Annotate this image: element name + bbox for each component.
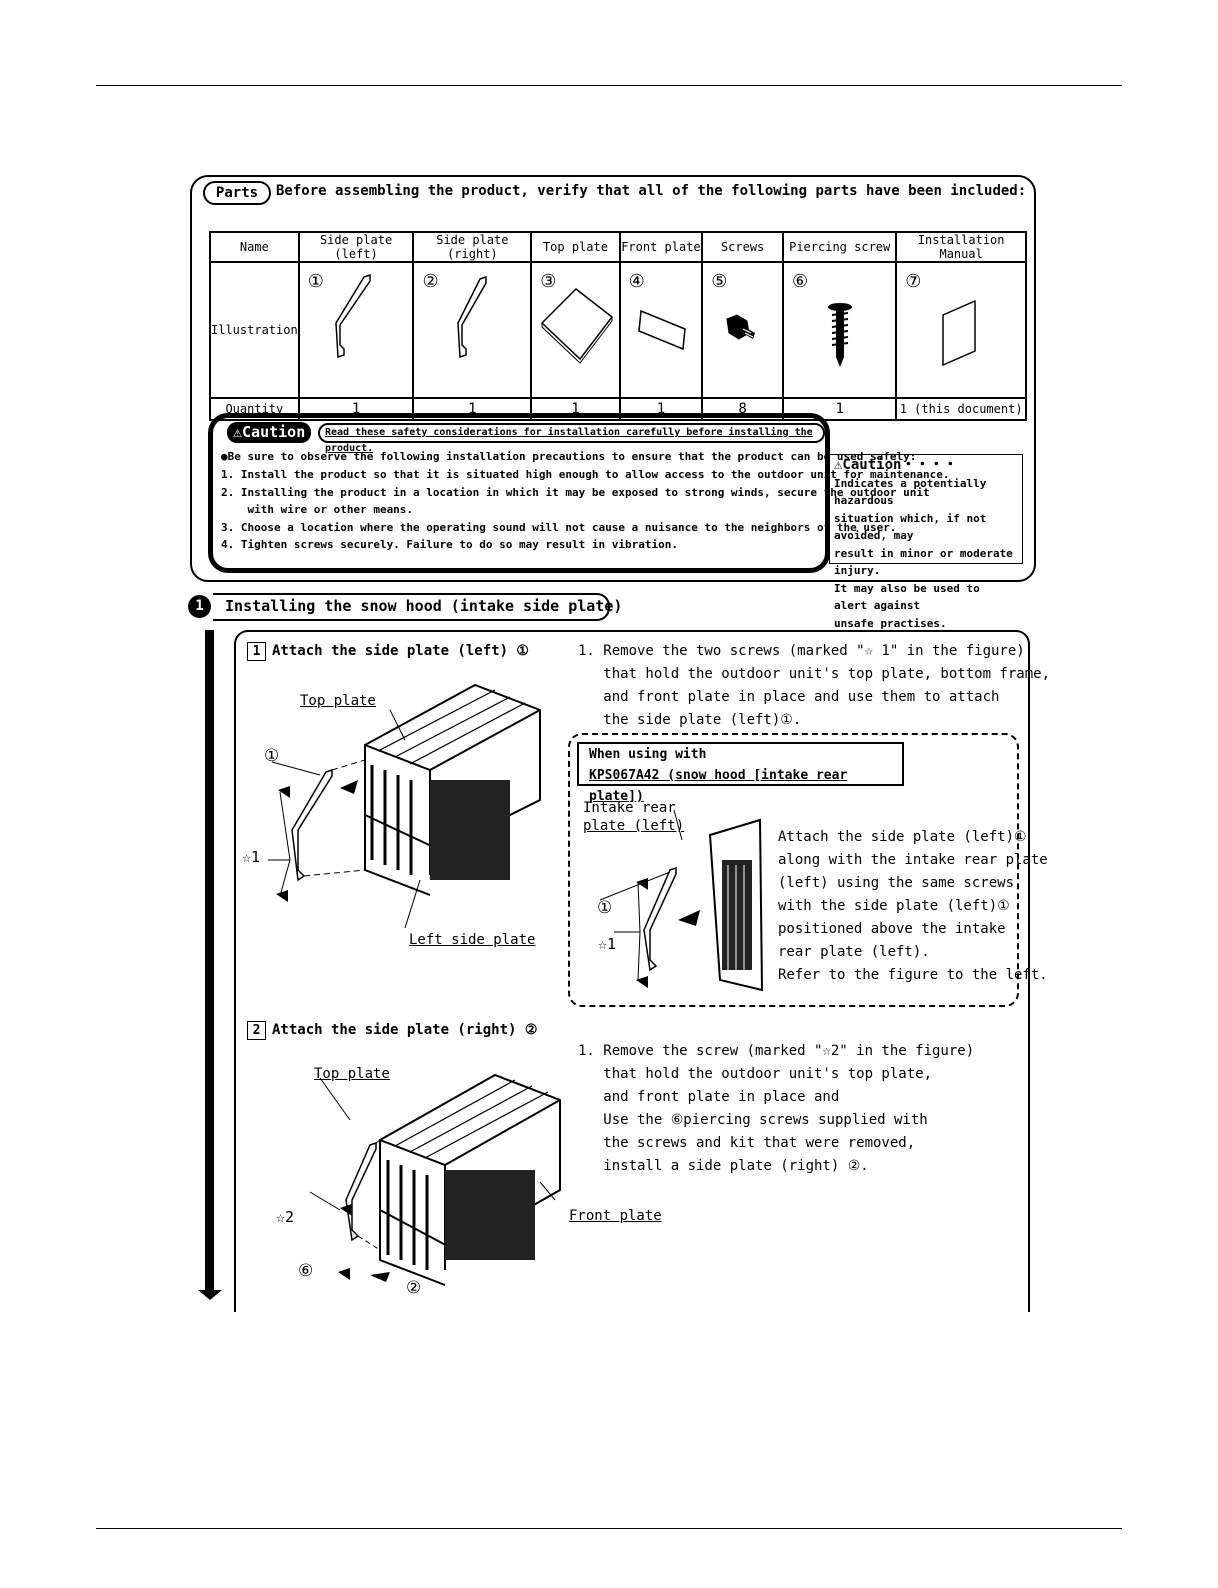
section-title-frame (213, 593, 610, 621)
kit-star1-label: ☆1 (598, 935, 617, 953)
screw-icon (726, 314, 756, 340)
star2-label: ☆2 (276, 1208, 295, 1226)
part-cell: ⑥ (782, 261, 898, 399)
part-cell: ② (412, 261, 533, 399)
part-name: Side plate (right) (412, 231, 533, 263)
section-number: 1 (188, 595, 211, 618)
part-qty: 1 (this document) (895, 397, 1027, 421)
part-number: ④ (628, 271, 645, 292)
piercing-screw-icon (828, 303, 853, 367)
part-name: Side plate (left) (297, 231, 415, 263)
side-plate-left-illustration (334, 273, 371, 359)
header-rule (96, 85, 1122, 86)
caution-legend-line: Indicates a potentially hazardous (834, 476, 987, 508)
part-number: ⑤ (711, 271, 728, 292)
top-plate-label: Top plate (300, 693, 376, 709)
caution-item: 2. Installing the product in a location … (221, 486, 930, 499)
kit-note-box (568, 733, 1019, 1007)
section-title-text: Installing the snow hood (intake side pl… (225, 597, 623, 615)
caution-item: 4. Tighten screws securely. Failure to d… (221, 538, 678, 551)
name-header: Name (209, 231, 300, 263)
part-number: ③ (540, 271, 557, 292)
step2-title: 2 Attach the side plate (right) ② (247, 1021, 537, 1040)
kit-note-text: Attach the side plate (left)① along with… (778, 829, 1048, 983)
section-title: 1 Installing the snow hood (intake side … (188, 595, 622, 618)
step2-instructions: 1. Remove the screw (marked "☆2" in the … (578, 1043, 975, 1174)
step1-title: 1 Attach the side plate (left) ① (247, 642, 529, 661)
part-cell: ⑦ (895, 261, 1027, 399)
arrow-down-icon (198, 1290, 222, 1300)
caution-legend-line: result in minor or moderate injury. (834, 546, 1013, 578)
side-plate-right-illustration (457, 275, 488, 359)
part-cell: ③ (530, 261, 621, 399)
caution-item: 1. Install the product so that it is sit… (221, 468, 950, 481)
kit-note-header: When using with KPS067A42 (snow hood [in… (577, 742, 904, 804)
intake-rear-plate-illustration (599, 810, 764, 992)
footer-rule (96, 1528, 1122, 1529)
caution-box: ⚠Caution Read these safety consideration… (208, 413, 949, 573)
step-number: 2 (247, 1021, 266, 1040)
progress-arrow (205, 630, 214, 1293)
part-name: Front plate (618, 231, 704, 263)
front-plate-label: Front plate (569, 1208, 662, 1224)
caution-legend-title: ⚠Caution・・・・ (834, 457, 958, 473)
intake-rear-label-1: Intake rear (583, 800, 676, 816)
part-number: ⑦ (905, 271, 922, 292)
parts-heading: Before assembling the product, verify th… (276, 183, 1027, 199)
illustration-header: Illustration (209, 261, 300, 399)
circle-6-label: ⑥ (298, 1261, 314, 1281)
step-number: 1 (247, 642, 266, 661)
caution-legend: ⚠Caution・・・・ Indicates a potentially haz… (829, 454, 1023, 630)
caution-legend-line: It may also be used to alert against (834, 581, 980, 613)
kit-note-line2: KPS067A42 (snow hood [intake rear plate]… (589, 768, 848, 804)
part-number: ⑥ (792, 271, 809, 292)
top-plate-label-2: Top plate (314, 1066, 390, 1082)
part-name: Piercing screw (782, 231, 898, 263)
manual-illustration (942, 299, 977, 367)
step1-title-text: Attach the side plate (left) ① (272, 643, 529, 659)
parts-badge: Parts (203, 181, 271, 205)
part-number: ① (307, 271, 324, 292)
caution-legend-line: situation which, if not avoided, may (834, 511, 987, 543)
step2-title-text: Attach the side plate (right) ② (272, 1022, 538, 1038)
kit-note-line1: When using with (589, 747, 707, 762)
caution-item: with wire or other means. (221, 503, 414, 516)
step1-instructions: 1. Remove the two screws (marked "☆ 1" i… (578, 643, 1051, 728)
top-plate-illustration (541, 288, 614, 364)
part-name: Top plate (530, 231, 621, 263)
caution-legend-line: unsafe practises. (834, 616, 947, 630)
parts-table: Name Side plate (left) Side plate (right… (209, 231, 1027, 421)
caution-badge: ⚠Caution (227, 422, 312, 443)
caution-item: 3. Choose a location where the operating… (221, 521, 897, 534)
part-number: ② (422, 271, 439, 292)
front-plate-illustration (637, 309, 686, 351)
part-cell: ⑤ (701, 261, 785, 399)
kit-circle-1-label: ① (597, 898, 613, 918)
part-cell: ④ (618, 261, 704, 399)
outdoor-unit-right-illustration (309, 1073, 561, 1286)
part-name: Screws (701, 231, 785, 263)
left-side-plate-label: Left side plate (409, 932, 536, 948)
intake-rear-label-2: plate (left) (583, 818, 685, 834)
parts-panel (190, 175, 1036, 582)
part-cell: ① (297, 261, 415, 399)
caution-notice: Read these safety considerations for ins… (318, 423, 825, 454)
steps-panel (234, 630, 1030, 1312)
circle-1-label: ① (264, 746, 280, 766)
circle-2-label: ② (406, 1278, 422, 1298)
caution-intro: ●Be sure to observe the following instal… (221, 450, 917, 463)
outdoor-unit-left-illustration (268, 683, 541, 929)
star1-label: ☆1 (242, 848, 261, 866)
part-name: Installation Manual (895, 231, 1027, 263)
